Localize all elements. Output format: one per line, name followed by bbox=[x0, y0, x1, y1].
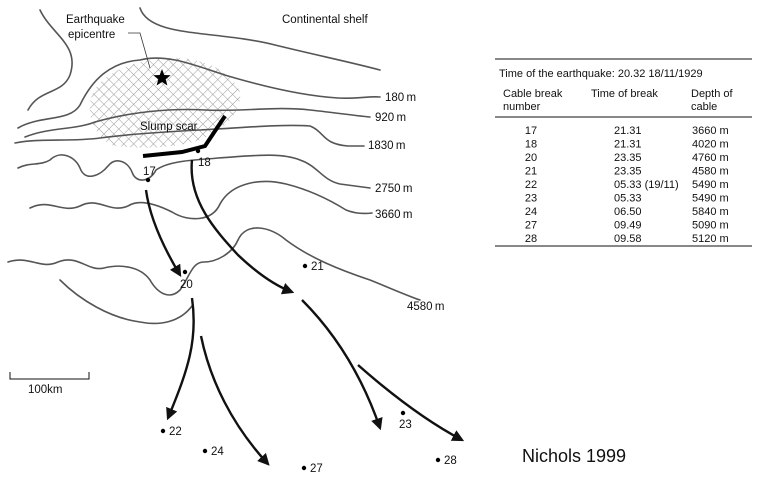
cable-break-28-label: 28 bbox=[444, 455, 457, 467]
contour-label-4580m: 4580 m bbox=[407, 301, 444, 313]
header-cable-break-line1: Cable break bbox=[503, 88, 563, 100]
cell-time-of-break: 05.33 bbox=[614, 193, 642, 205]
header-depth-line2: cable bbox=[691, 101, 717, 113]
epicentre-leader-line bbox=[128, 32, 151, 69]
cell-depth: 5120 m bbox=[692, 233, 729, 245]
epicentre-star-icon bbox=[153, 69, 171, 86]
contour-label-3660m: 3660 m bbox=[375, 209, 412, 221]
table-body: 17 21.31 3660 m 18 21.31 4020 m 20 23.35 4760 m 2… bbox=[525, 125, 729, 245]
cell-time-of-break: 06.50 bbox=[614, 206, 642, 218]
contour-2750m bbox=[17, 154, 371, 189]
cable-break-22-dot bbox=[160, 428, 166, 434]
cell-depth: 4020 m bbox=[692, 139, 729, 151]
cable-break-21-label: 21 bbox=[311, 261, 324, 273]
flow-arrow-21-23 bbox=[301, 299, 383, 431]
slump-area bbox=[89, 57, 241, 148]
cable-break-24-label: 24 bbox=[211, 446, 224, 458]
flow-arrow-23-28 bbox=[357, 364, 465, 442]
cell-break-number: 28 bbox=[525, 233, 537, 245]
cell-depth: 4760 m bbox=[692, 152, 729, 164]
cable-break-22-label: 22 bbox=[169, 426, 182, 438]
header-depth-line1: Depth of bbox=[691, 88, 734, 100]
flow-arrow-20-27 bbox=[199, 335, 270, 466]
scale-bar bbox=[9, 372, 90, 380]
slump-scar-line bbox=[142, 114, 227, 158]
cell-break-number: 24 bbox=[525, 206, 537, 218]
contour-180m bbox=[17, 57, 381, 129]
cell-depth: 5090 m bbox=[692, 220, 729, 232]
flow-arrow-20-22 bbox=[166, 297, 195, 421]
cell-depth: 5840 m bbox=[692, 206, 729, 218]
cable-break-23-label: 23 bbox=[399, 419, 412, 431]
cell-depth: 5490 m bbox=[692, 193, 729, 205]
cable-break-17-label: 17 bbox=[143, 166, 156, 178]
cable-break-18-label: 18 bbox=[198, 157, 211, 169]
cable-break-18-dot bbox=[195, 148, 201, 154]
cable-break-20-label: 20 bbox=[180, 279, 193, 291]
contour-shelf-edge bbox=[27, 9, 73, 111]
cable-break-24-dot bbox=[202, 448, 208, 454]
cell-depth: 3660 m bbox=[692, 125, 729, 137]
contour-label-920m: 920 m bbox=[375, 112, 406, 124]
cable-break-21-dot bbox=[302, 263, 308, 269]
cell-time-of-break: 05.33 (19/11) bbox=[614, 179, 679, 191]
contour-920m bbox=[24, 107, 371, 138]
cell-break-number: 18 bbox=[525, 139, 537, 151]
cell-break-number: 17 bbox=[525, 125, 537, 137]
cell-break-number: 20 bbox=[525, 152, 537, 164]
slump-scar-label: Slump scar bbox=[140, 121, 198, 133]
flow-arrow-17-20 bbox=[144, 189, 182, 278]
contour-3660m bbox=[29, 180, 373, 220]
contour-shelf-inner bbox=[139, 7, 381, 71]
cell-time-of-break: 23.35 bbox=[614, 166, 642, 178]
epicentre-label-line1: Earthquake bbox=[66, 14, 125, 26]
epicentre-label-line2: epicentre bbox=[68, 29, 115, 41]
cable-break-27-dot bbox=[301, 465, 307, 471]
cell-break-number: 23 bbox=[525, 193, 537, 205]
header-time-of-break: Time of break bbox=[591, 88, 658, 100]
cell-time-of-break: 21.31 bbox=[614, 139, 642, 151]
contour-label-1830m: 1830 m bbox=[368, 140, 405, 152]
cable-break-17-dot bbox=[145, 177, 151, 183]
cell-time-of-break: 09.58 bbox=[614, 233, 642, 245]
cable-break-27-label: 27 bbox=[310, 463, 323, 475]
cable-break-28-dot bbox=[435, 457, 441, 463]
cell-time-of-break: 23.35 bbox=[614, 152, 642, 164]
cell-break-number: 21 bbox=[525, 166, 537, 178]
contour-4580m bbox=[7, 227, 421, 301]
table-title: Time of the earthquake: 20.32 18/11/1929 bbox=[499, 68, 703, 80]
contour-1830m bbox=[14, 124, 365, 147]
continental-shelf-label: Continental shelf bbox=[282, 14, 368, 26]
cell-depth: 5490 m bbox=[692, 179, 729, 191]
flow-arrow-18-21 bbox=[190, 159, 295, 295]
cable-break-23-dot bbox=[400, 410, 406, 416]
contour-lower-channel bbox=[59, 279, 193, 325]
cable-break-20-dot bbox=[182, 269, 188, 275]
cell-break-number: 27 bbox=[525, 220, 537, 232]
source-credit: Nichols 1999 bbox=[522, 446, 626, 466]
cell-time-of-break: 21.31 bbox=[614, 125, 642, 137]
cell-time-of-break: 09.49 bbox=[614, 220, 642, 232]
cell-depth: 4580 m bbox=[692, 166, 729, 178]
contour-label-2750m: 2750 m bbox=[375, 183, 412, 195]
contour-label-180m: 180 m bbox=[385, 92, 416, 104]
header-cable-break-line2: number bbox=[503, 101, 541, 113]
scale-bar-label: 100km bbox=[28, 384, 63, 396]
cell-break-number: 22 bbox=[525, 179, 537, 191]
